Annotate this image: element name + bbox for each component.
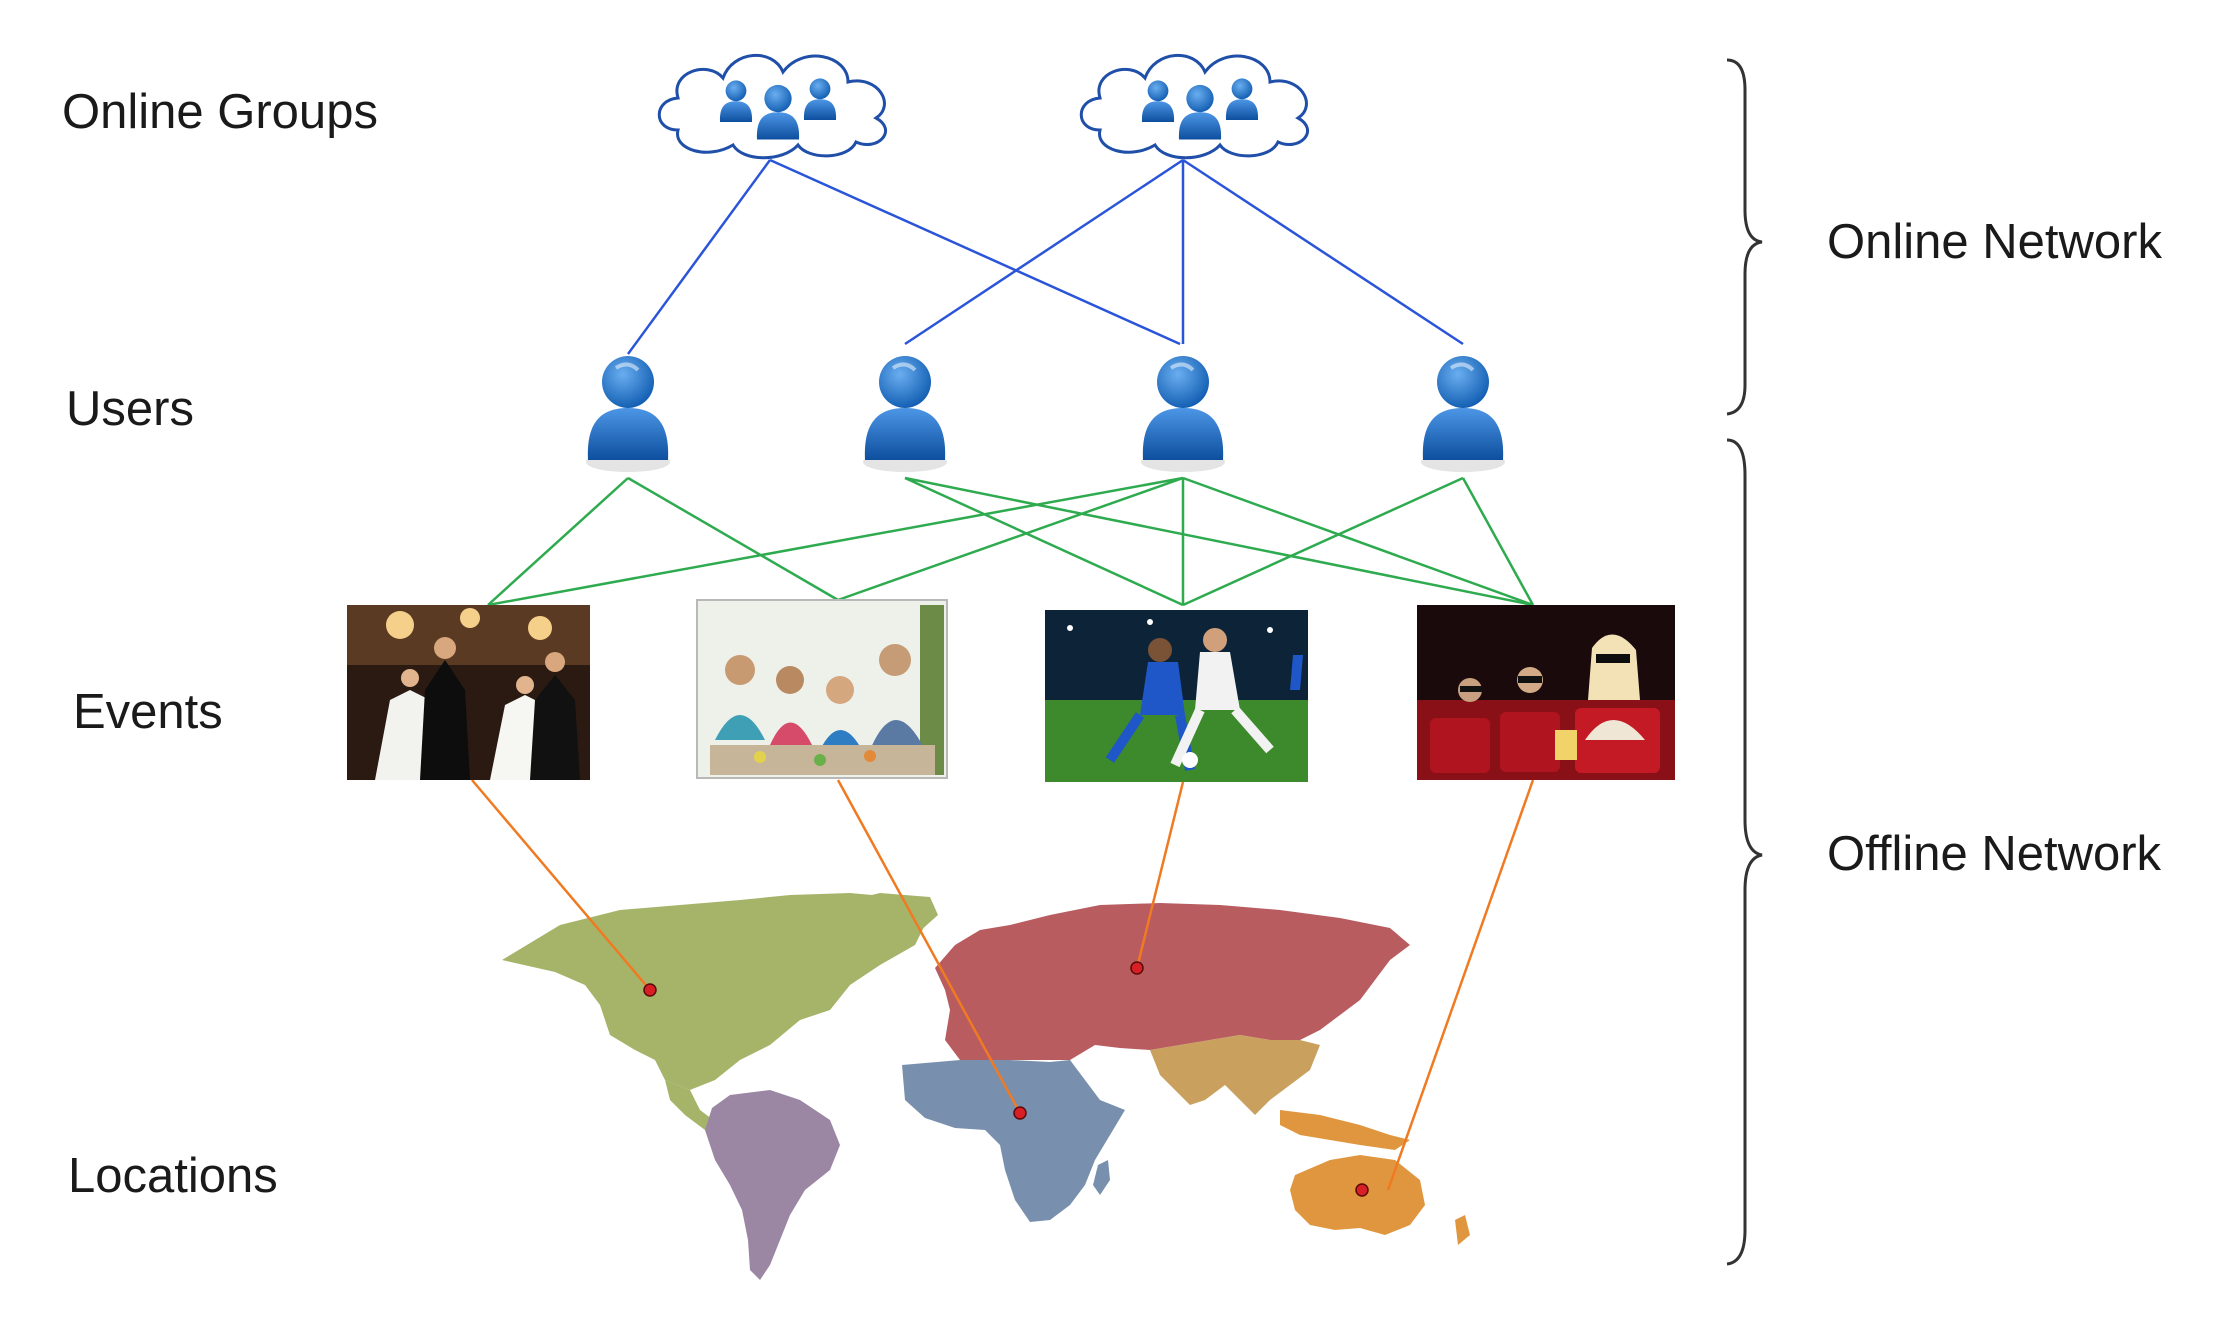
offline-network-brace bbox=[1726, 438, 1763, 1266]
eurasia-region bbox=[935, 903, 1410, 1065]
edge-user4-event4 bbox=[1461, 477, 1535, 606]
edge-group2-user2 bbox=[904, 158, 1184, 346]
event-location-edges bbox=[471, 779, 1535, 1191]
cloud-group-icon bbox=[1081, 55, 1307, 157]
user-icon bbox=[861, 354, 949, 474]
edge-user2-event4 bbox=[904, 476, 1534, 607]
edge-event4-location4 bbox=[1386, 779, 1535, 1191]
locations-label: Locations bbox=[68, 1149, 278, 1203]
edge-user1-event2 bbox=[627, 476, 839, 602]
edge-user3-event4 bbox=[1182, 476, 1534, 607]
edge-user3-event2 bbox=[837, 476, 1184, 602]
location-dot-europe bbox=[1130, 961, 1144, 975]
world-map bbox=[502, 893, 1470, 1280]
offline-network-label: Offline Network bbox=[1827, 827, 2162, 881]
edge-group1-user3 bbox=[769, 158, 1181, 346]
online-network-label: Online Network bbox=[1827, 215, 2162, 269]
africa-region bbox=[902, 1060, 1125, 1222]
events-label: Events bbox=[73, 685, 223, 739]
online-groups-label: Online Groups bbox=[62, 85, 378, 139]
edge-user4-event3 bbox=[1182, 476, 1464, 607]
users-label: Users bbox=[66, 382, 194, 436]
location-dot-africa bbox=[1013, 1106, 1027, 1120]
greenland-region bbox=[830, 893, 938, 955]
madagascar-region bbox=[1093, 1160, 1110, 1195]
user-event-edges bbox=[487, 476, 1535, 607]
south-asia-region bbox=[1150, 1035, 1320, 1115]
edge-user3-event1 bbox=[487, 476, 1184, 607]
location-dot-north-america bbox=[643, 983, 657, 997]
edge-event2-location2 bbox=[836, 779, 1022, 1114]
online-network-brace bbox=[1726, 58, 1763, 416]
edge-group1-user1 bbox=[626, 159, 772, 355]
user-icon bbox=[584, 354, 672, 474]
location-dot-australia bbox=[1355, 1183, 1369, 1197]
location-markers bbox=[643, 961, 1369, 1197]
group-user-edges bbox=[626, 158, 1464, 355]
edge-group2-user4 bbox=[1182, 158, 1464, 346]
edge-event3-location3 bbox=[1135, 781, 1185, 969]
ballroom-dancing-photo bbox=[347, 605, 590, 780]
edge-user1-event1 bbox=[487, 477, 629, 606]
user-icon bbox=[1419, 354, 1507, 474]
edge-event1-location1 bbox=[471, 779, 651, 991]
new-zealand-region bbox=[1455, 1215, 1470, 1245]
user-icon bbox=[1139, 354, 1227, 474]
southeast-asia-region bbox=[1280, 1110, 1410, 1150]
edge-user2-event3 bbox=[904, 476, 1184, 607]
south-america-region bbox=[705, 1090, 840, 1280]
picnic-photo bbox=[696, 599, 948, 779]
cinema-audience-photo bbox=[1417, 605, 1675, 780]
cloud-group-icon bbox=[659, 55, 885, 157]
soccer-match-photo bbox=[1045, 610, 1308, 782]
